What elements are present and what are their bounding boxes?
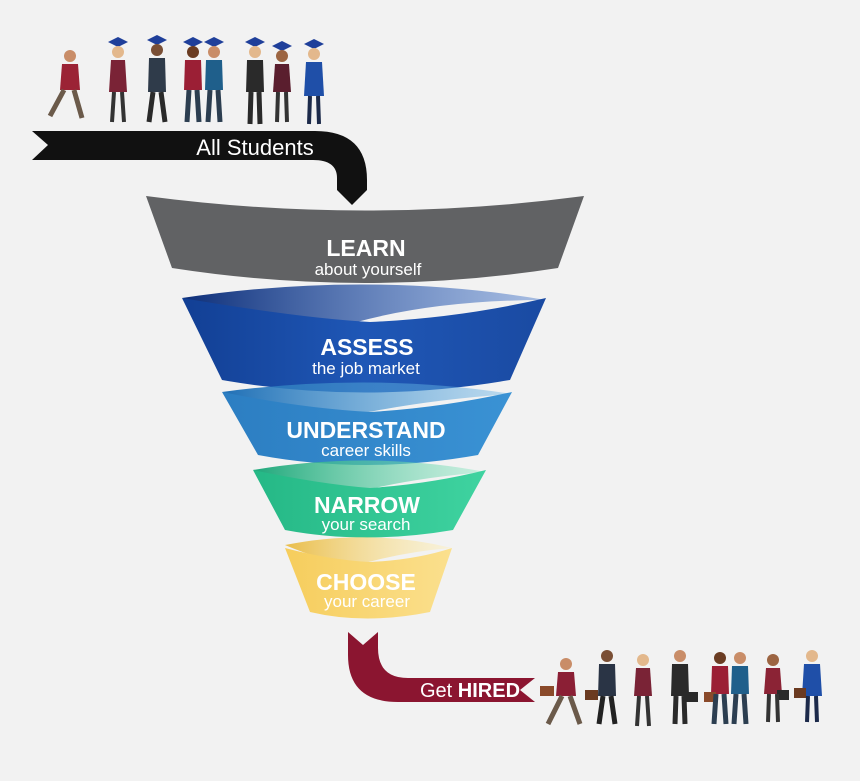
stage-assess-title: ASSESS <box>320 334 413 360</box>
professional-figure <box>540 658 580 724</box>
stage-narrow-subtitle: your search <box>322 515 411 534</box>
student-figure <box>50 50 82 118</box>
student-figure <box>183 37 203 122</box>
professional-figure <box>634 654 652 726</box>
professional-figure <box>731 652 749 724</box>
get-hired-banner: Get HIRED <box>348 632 535 702</box>
student-figure <box>204 37 224 122</box>
professionals-group-bottom <box>540 650 822 726</box>
student-figure <box>272 41 292 122</box>
stage-understand-subtitle: career skills <box>321 441 411 460</box>
student-figure <box>245 37 265 124</box>
stage-learn-subtitle: about yourself <box>315 260 422 279</box>
professional-figure <box>585 650 616 724</box>
get-hired-emphasis: HIRED <box>458 680 520 702</box>
stage-learn-title: LEARN <box>326 235 405 261</box>
get-hired-prefix: Get <box>420 680 458 702</box>
stage-assess-subtitle: the job market <box>312 359 420 378</box>
all-students-label: All Students <box>196 135 313 160</box>
get-hired-label: Get HIRED <box>420 680 520 702</box>
students-group-top <box>50 35 324 124</box>
professional-figure <box>704 652 729 724</box>
stage-choose-subtitle: your career <box>324 592 410 611</box>
all-students-banner: All Students <box>32 131 367 205</box>
professional-figure <box>671 650 698 724</box>
student-figure <box>304 39 324 124</box>
student-figure <box>108 37 128 122</box>
professional-figure <box>764 654 789 722</box>
professional-figure <box>794 650 822 722</box>
stage-understand-title: UNDERSTAND <box>286 417 445 443</box>
student-figure <box>147 35 167 122</box>
